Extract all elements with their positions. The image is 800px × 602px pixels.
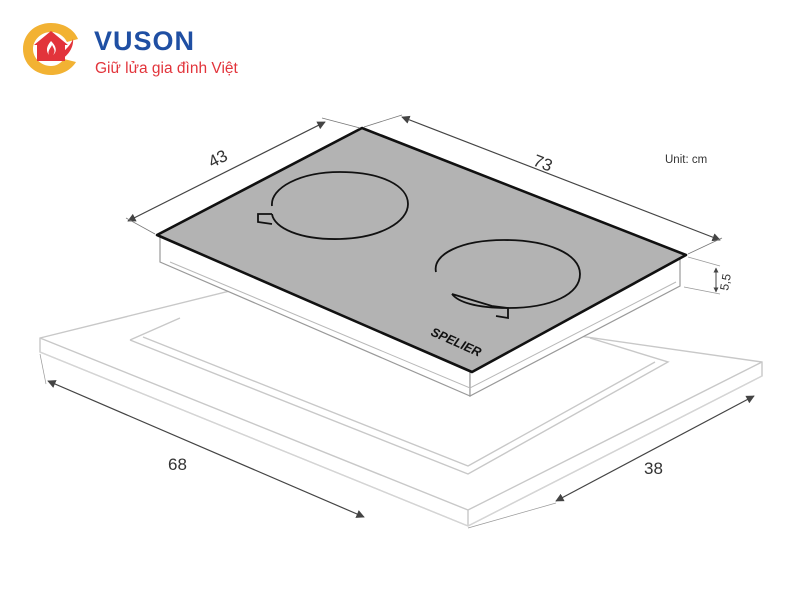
dimension-label-hob-depth: 43 (205, 146, 230, 172)
brand-tagline: Giữ lửa gia đình Việt (95, 60, 238, 77)
dimension-hob-height: 5,5 (683, 256, 734, 295)
dimension-label-hob-height: 5,5 (717, 272, 734, 291)
brand-name: VUSON (94, 26, 196, 56)
dimension-cutout-depth: 38 (467, 395, 755, 529)
dimension-cutout-width: 68 (39, 353, 365, 518)
dimension-label-hob-width: 73 (531, 151, 555, 176)
house-flame-logo-icon (18, 17, 84, 81)
dimension-label-cutout-width: 68 (168, 455, 187, 474)
unit-label: Unit: cm (665, 154, 707, 166)
cooking-zone-right (434, 239, 581, 320)
hob-glass-top (155, 126, 688, 374)
dimension-label-cutout-depth: 38 (644, 459, 663, 478)
